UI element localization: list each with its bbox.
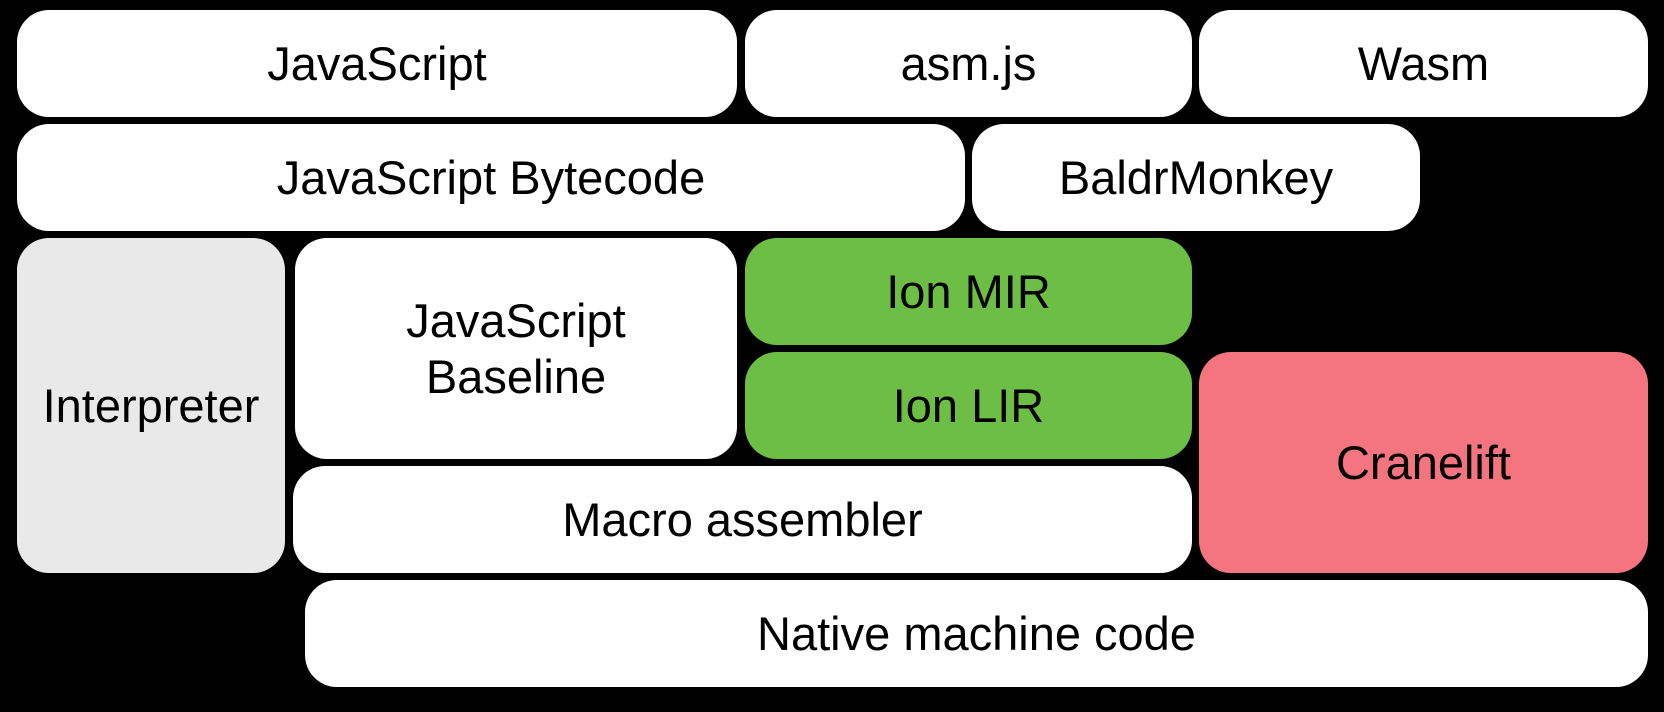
node-interpreter: Interpreter [17,238,285,573]
node-label: BaldrMonkey [1058,150,1334,204]
node-javascript: JavaScript [17,10,737,117]
node-cranelift: Cranelift [1199,352,1648,573]
node-label: Interpreter [42,378,260,432]
node-label: JavaScript [267,36,487,90]
node-label: Wasm [1357,36,1490,90]
node-label: Macro assembler [562,492,923,546]
node-baldrmonkey: BaldrMonkey [972,124,1420,231]
node-label: asm.js [900,36,1037,90]
node-macro-assembler: Macro assembler [293,466,1192,573]
node-wasm: Wasm [1199,10,1648,117]
node-javascript-baseline: JavaScript Baseline [295,238,737,459]
node-label: JavaScript Baseline [406,294,626,403]
node-ion-lir: Ion LIR [745,352,1192,459]
node-label: Ion LIR [892,378,1045,432]
node-label: Native machine code [757,606,1196,660]
node-label: JavaScript Bytecode [276,150,706,204]
node-native-machine-code: Native machine code [305,580,1648,687]
node-label: Cranelift [1335,435,1511,489]
node-javascript-bytecode: JavaScript Bytecode [17,124,965,231]
node-asm-js: asm.js [745,10,1192,117]
node-ion-mir: Ion MIR [745,238,1192,345]
node-label: Ion MIR [886,264,1051,318]
